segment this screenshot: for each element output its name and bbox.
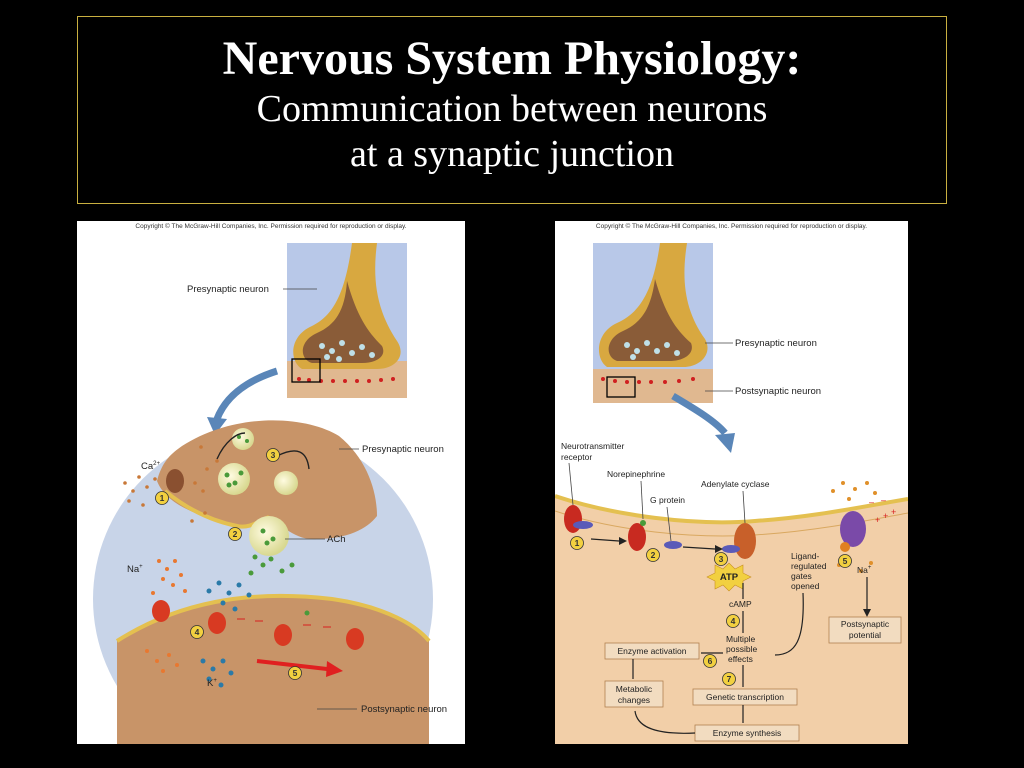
slide-subtitle-line2: at a synaptic junction [350,133,674,175]
right-label-ligand-4: opened [791,581,820,591]
right-label-receptor-2: receptor [561,452,592,462]
right-label-postsynaptic-potential-2: potential [849,630,881,640]
left-step-5: 5 [293,668,298,678]
left-label-postsynaptic: Postsynaptic neuron [361,704,447,715]
svg-text:+: + [883,511,888,521]
right-label-metabolic-1: Metabolic [616,684,653,694]
left-magnified-synapse: 1 2 3 4 5 Presynaptic neuron ACh Postsyn… [93,420,447,744]
right-label-ligand-3: gates [791,571,812,581]
right-label-adenylate-cyclase: Adenylate cyclase [701,479,770,489]
title-box: Nervous System Physiology: Communication… [77,16,947,204]
right-synapse-illustration: Presynaptic neuron Postsynaptic neuron [555,243,908,744]
right-step-2: 2 [651,550,656,560]
left-synapse-figure: Copyright © The McGraw-Hill Companies, I… [77,221,465,744]
right-copyright: Copyright © The McGraw-Hill Companies, I… [595,223,868,230]
left-label-na: Na+ [127,564,143,575]
left-step-4: 4 [195,627,200,637]
right-label-enzyme-synthesis: Enzyme synthesis [713,728,782,738]
right-label-camp: cAMP [729,599,752,609]
right-label-multiple-3: effects [728,654,753,664]
slide-title: Nervous System Physiology: [222,32,802,85]
right-label-metabolic-2: changes [618,695,650,705]
svg-text:–: – [869,497,874,507]
right-label-genetic-transcription: Genetic transcription [706,692,784,702]
right-label-postsynaptic: Postsynaptic neuron [735,386,821,397]
right-label-ligand-1: Ligand- [791,551,820,561]
left-step-1: 1 [160,493,165,503]
svg-text:+: + [891,507,896,517]
left-inset: Presynaptic neuron [187,243,407,398]
right-step-1: 1 [575,538,580,548]
left-synapse-illustration: Presynaptic neuron [93,243,447,744]
right-label-g-protein: G protein [650,495,685,505]
right-inset: Presynaptic neuron Postsynaptic neuron [593,243,821,403]
left-copyright: Copyright © The McGraw-Hill Companies, I… [135,223,407,230]
svg-text:–: – [881,495,886,505]
left-label-presynaptic-main: Presynaptic neuron [362,444,444,455]
slide-subtitle-line1: Communication between neurons [256,88,768,130]
left-step-markers: 1 2 3 4 5 [155,448,302,680]
right-synapse-figure: Copyright © The McGraw-Hill Companies, I… [555,221,908,744]
right-step-5: 5 [843,556,848,566]
right-step-3: 3 [719,554,724,564]
left-label-ca: Ca2+ [141,461,160,472]
left-label-k: K+ [207,678,217,689]
left-label-presynaptic-top: Presynaptic neuron [187,284,269,295]
right-label-receptor-1: Neurotransmitter [561,441,624,451]
right-step-4: 4 [731,616,736,626]
right-label-multiple-1: Multiple [726,634,756,644]
left-step-2: 2 [233,529,238,539]
right-step-7: 7 [727,674,732,684]
right-label-multiple-2: possible [726,644,757,654]
right-label-postsynaptic-potential-1: Postsynaptic [841,619,890,629]
left-label-ach: ACh [327,534,345,545]
left-step-3: 3 [271,450,276,460]
right-label-atp: ATP [720,572,739,583]
svg-text:+: + [875,515,880,525]
right-label-enzyme-activation: Enzyme activation [618,646,687,656]
right-step-markers: 1 2 3 4 5 6 7 [570,536,852,686]
right-step-6: 6 [708,656,713,666]
right-label-presynaptic: Presynaptic neuron [735,338,817,349]
right-label-na: Na+ [857,565,872,575]
right-label-ligand-2: regulated [791,561,827,571]
right-label-norepinephrine: Norepinephrine [607,469,665,479]
